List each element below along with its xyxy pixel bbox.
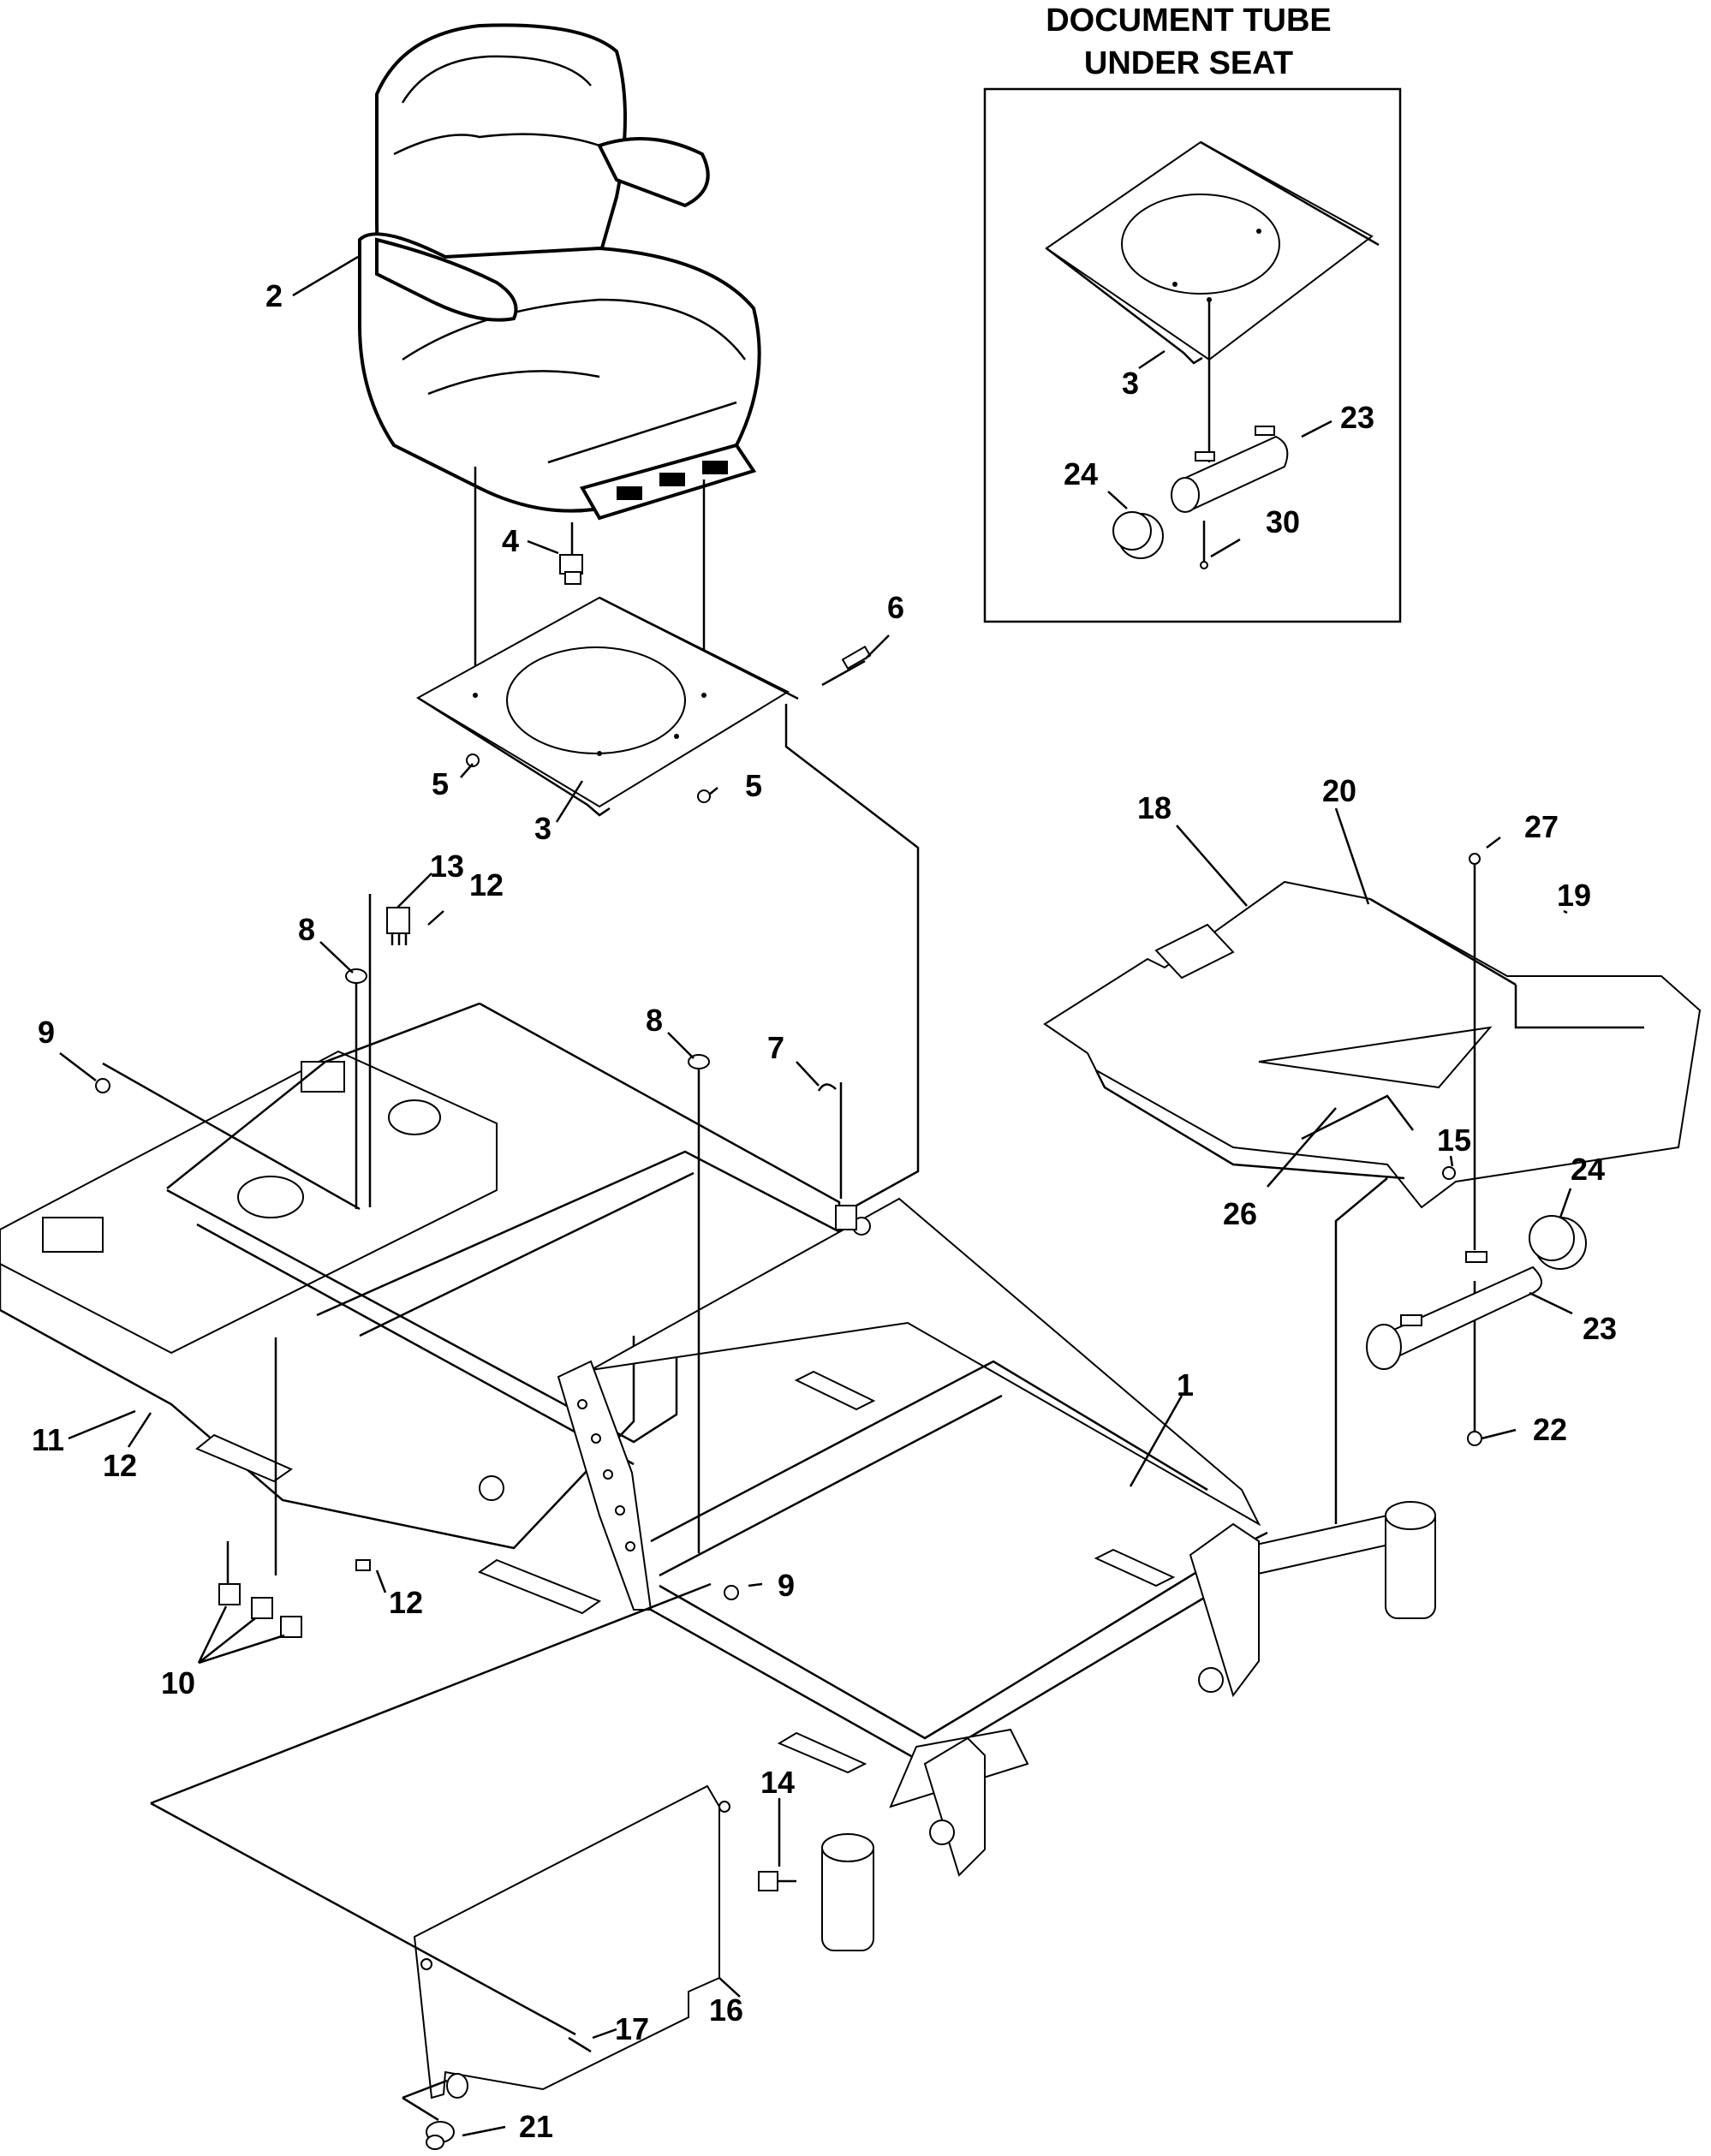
- document-tube-inset: DOCUMENT TUBE UNDER SEAT 3: [983, 3, 1402, 623]
- callout-8-right: 8: [646, 1003, 663, 1038]
- inset-callout-30: 30: [1266, 504, 1300, 539]
- callout-15: 15: [1437, 1123, 1471, 1158]
- latch-drawing: [426, 2073, 468, 2150]
- relays-drawing: [218, 1583, 302, 1638]
- inset-callout-3: 3: [1122, 366, 1139, 401]
- callout-5-right: 5: [745, 768, 762, 803]
- callout-2: 2: [265, 278, 283, 313]
- main-frame-drawing: [0, 1002, 1436, 1951]
- document-tube-drawing: [1366, 1251, 1542, 1370]
- callout-3: 3: [534, 811, 551, 846]
- callout-18: 18: [1137, 790, 1171, 825]
- callout-8-left: 8: [298, 912, 315, 947]
- callout-16: 16: [709, 1992, 743, 2028]
- callout-14: 14: [760, 1765, 795, 1800]
- callout-23: 23: [1583, 1311, 1617, 1346]
- seat-plate-drawing: [415, 596, 799, 817]
- callout-9-left: 9: [38, 1015, 55, 1050]
- callout-12-bottom: 12: [389, 1585, 423, 1620]
- inset-document-tube-drawing: [1171, 426, 1289, 513]
- inset-seat-plate-drawing: [1045, 140, 1380, 365]
- callout-19: 19: [1557, 878, 1591, 913]
- callout-9-right: 9: [778, 1568, 795, 1603]
- inset-tube-cap-drawing: [1112, 511, 1164, 559]
- knob-left-drawing: [345, 968, 367, 1209]
- inset-callout-23: 23: [1340, 400, 1374, 435]
- inset-frame: [983, 87, 1402, 623]
- callout-1: 1: [1177, 1367, 1194, 1403]
- callout-7: 7: [767, 1030, 784, 1065]
- seat-drawing: [358, 23, 761, 521]
- callout-4: 4: [502, 523, 519, 558]
- callout-27: 27: [1524, 809, 1559, 844]
- floor-pan-drawing: [1043, 880, 1702, 1209]
- callout-13: 13: [430, 849, 464, 884]
- callout-22: 22: [1533, 1412, 1567, 1447]
- tube-cap-drawing: [1529, 1215, 1587, 1270]
- pin-drawing: [821, 645, 872, 687]
- sensor-drawing: [386, 907, 410, 945]
- callout-5-left: 5: [432, 766, 449, 801]
- callout-6: 6: [887, 590, 904, 625]
- callout-21: 21: [519, 2109, 553, 2144]
- inset-callout-24: 24: [1064, 456, 1098, 491]
- callout-26: 26: [1223, 1196, 1257, 1231]
- callout-11: 11: [32, 1422, 64, 1457]
- callout-10: 10: [161, 1665, 195, 1700]
- callout-12-top: 12: [469, 867, 504, 902]
- callout-24: 24: [1571, 1152, 1605, 1187]
- side-shield-drawing: [413, 1784, 730, 2099]
- inset-title-line1: DOCUMENT TUBE: [1046, 3, 1332, 39]
- inset-title-line2: UNDER SEAT: [1084, 45, 1293, 81]
- seat-switch-drawing: [559, 522, 583, 585]
- callout-20: 20: [1322, 773, 1356, 808]
- callout-17: 17: [615, 2011, 649, 2046]
- callout-12-left: 12: [103, 1448, 137, 1483]
